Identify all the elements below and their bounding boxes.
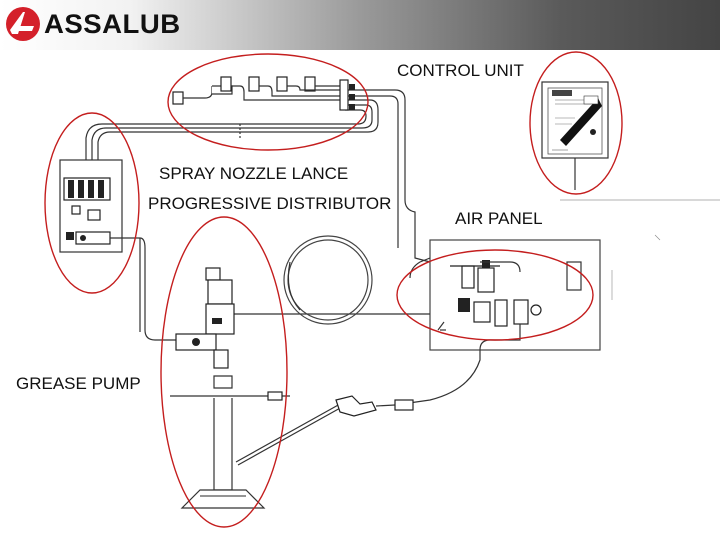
control-unit-box [541,81,609,190]
control-unit-highlight [167,53,369,151]
air-panel-highlight [396,249,594,341]
distributor-highlight [44,112,140,294]
grease-pump-highlight [160,216,288,528]
spray-nozzle-lance-label: SPRAY NOZZLE LANCE [159,164,349,183]
progressive-distributor [59,159,130,253]
logo-text: ASSALUB [44,9,181,39]
header-bar: ASSALUB [0,0,720,50]
grease-pump [170,267,290,509]
air-panel-label: AIR PANEL [455,209,543,228]
grease-pump-label: GREASE PUMP [16,374,141,393]
control-box-highlight [529,51,623,195]
air-panel-plate [429,199,720,351]
progressive-distributor-label: PROGRESSIVE DISTRIBUTOR [148,194,392,213]
assalub-logo: ASSALUB [4,4,180,44]
lubrication-system-diagram [44,51,720,528]
control-unit-label: CONTROL UNIT [397,61,524,80]
control-tubing [85,89,431,263]
spray-lance-gun [235,395,414,466]
spray-nozzle-lances [172,76,355,111]
logo-emblem-icon [6,7,40,41]
